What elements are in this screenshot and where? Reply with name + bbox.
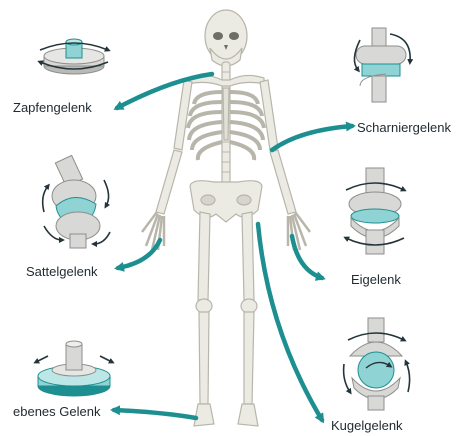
shin-right <box>199 312 209 404</box>
foot-left <box>238 404 258 426</box>
foot-right <box>194 404 214 426</box>
label-pivot-joint: Zapfengelenk <box>13 101 92 114</box>
arrow-to-ball <box>258 224 322 420</box>
label-hinge-joint: Scharniergelenk <box>357 121 451 134</box>
hand-right <box>142 212 164 250</box>
hinge-joint-icon <box>354 28 410 102</box>
skeleton <box>142 10 310 426</box>
saddle-joint-icon <box>43 155 110 248</box>
pointer-arrows <box>114 74 352 420</box>
sternum <box>223 88 229 140</box>
ball-joint-icon <box>344 318 410 410</box>
knee-left <box>241 299 257 313</box>
knee-right <box>196 299 212 313</box>
plane-joint-icon <box>36 341 112 396</box>
label-saddle-joint: Sattelgelenk <box>26 265 98 278</box>
femur-right <box>198 212 210 300</box>
femur-left <box>242 212 254 300</box>
forearm-right <box>156 150 182 214</box>
shin-left <box>244 312 254 404</box>
label-ellipsoid-joint: Eigelenk <box>351 273 401 286</box>
arrow-to-hinge <box>272 126 352 150</box>
ellipsoid-joint-icon <box>346 168 404 254</box>
pivot-joint-icon <box>40 39 108 74</box>
arrow-to-ellipsoid <box>292 236 322 278</box>
label-ball-joint: Kugelgelenk <box>331 419 403 432</box>
arrow-to-plane <box>114 410 196 418</box>
forearm-left <box>270 150 296 214</box>
hand-left <box>288 212 310 250</box>
label-plane-joint: ebenes Gelenk <box>13 405 100 418</box>
